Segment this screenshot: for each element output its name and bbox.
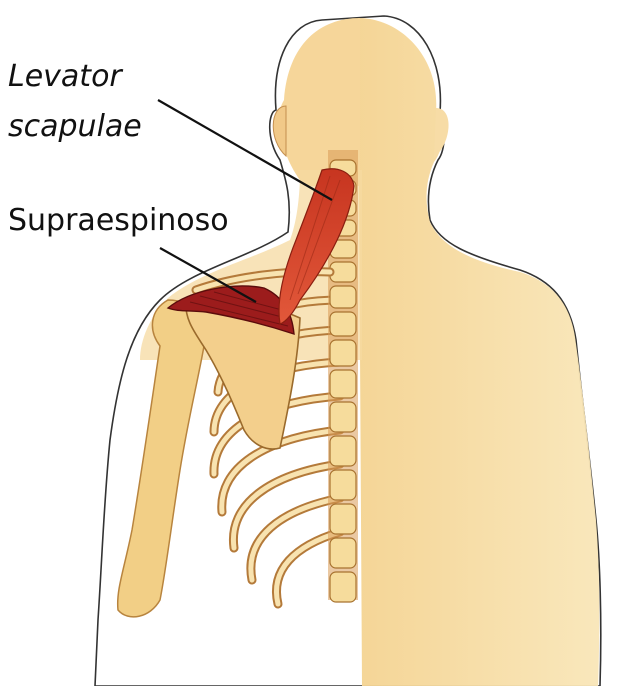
supraespinoso-label: Supraespinoso [8, 202, 229, 240]
levator-label-line2: scapulae [8, 108, 142, 158]
body-right-half [358, 18, 599, 686]
ear-left [273, 106, 286, 156]
ear-right [434, 108, 449, 158]
levator-label-line1: Levator [8, 58, 142, 108]
levator-scapulae-label: Levator scapulae [8, 58, 142, 158]
